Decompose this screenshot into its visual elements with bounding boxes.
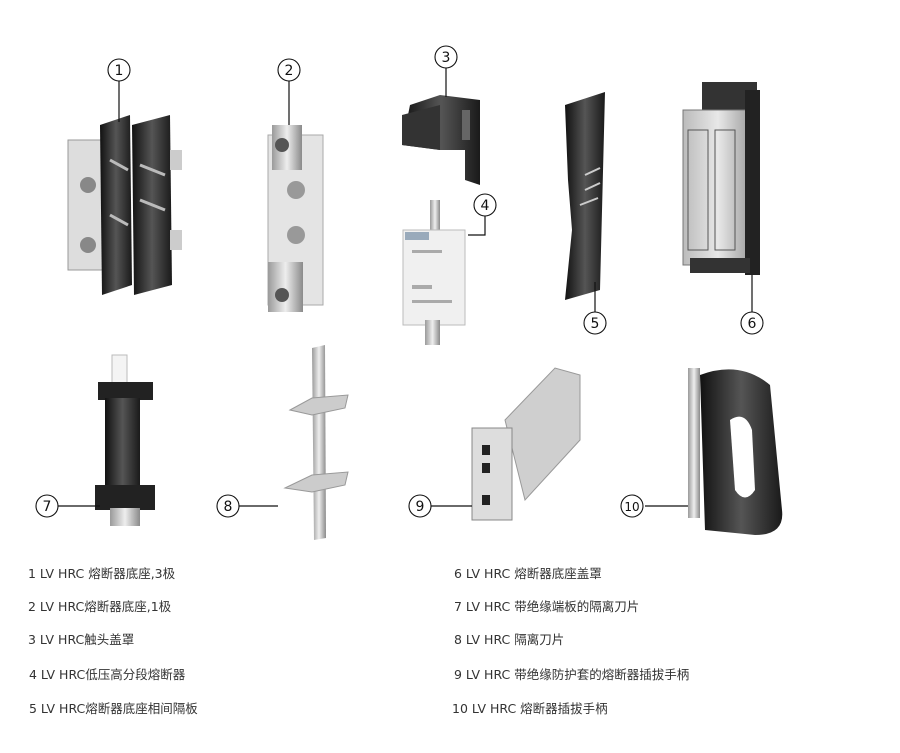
callout-1-circle <box>107 58 131 82</box>
caption-6: 6 LV HRC 熔断器底座盖罩 <box>454 566 602 581</box>
caption-8: 8 LV HRC 隔离刀片 <box>454 632 565 647</box>
callout-3: 3 <box>442 50 451 66</box>
caption-2: 2 LV HRC熔断器底座,1极 <box>28 599 172 614</box>
fuse-base-1-pole-image <box>267 125 324 312</box>
callout-6: 6 <box>748 316 757 332</box>
caption-3: 3 LV HRC触头盖罩 <box>28 632 135 647</box>
leader-lines <box>58 68 753 507</box>
callout-10: 10 <box>624 500 639 514</box>
handle-insulated-sleeve-image <box>471 367 581 521</box>
callout-7: 7 <box>43 499 52 515</box>
fuse-handle-image <box>688 368 783 535</box>
callout-5: 5 <box>591 316 600 332</box>
callout-4-circle <box>473 193 497 217</box>
callout-8: 8 <box>224 499 233 515</box>
callout-4: 4 <box>481 198 490 214</box>
fuse-base-3-pole-image <box>67 115 182 295</box>
callout-6-circle <box>740 311 764 335</box>
isolating-blade-insulated-image <box>95 354 155 526</box>
callout-8-circle <box>216 494 240 518</box>
callout-7-circle <box>35 494 59 518</box>
phase-barrier-image <box>565 92 605 300</box>
caption-10: 10 LV HRC 熔断器插拔手柄 <box>452 701 608 716</box>
caption-5: 5 LV HRC熔断器底座相间隔板 <box>29 701 198 716</box>
product-diagram: 1 2 3 4 5 6 7 8 9 10 <box>35 45 783 540</box>
callout-5-circle <box>583 311 607 335</box>
callout-9-circle <box>408 494 432 518</box>
callout-2: 2 <box>285 63 294 79</box>
hrc-fuse-link-image <box>402 200 466 345</box>
caption-4: 4 LV HRC低压高分段熔断器 <box>29 667 186 682</box>
callout-10-circle <box>620 494 644 518</box>
fuse-base-cover-image <box>682 82 760 275</box>
callout-9: 9 <box>416 499 425 515</box>
callout-2-circle <box>277 58 301 82</box>
callout-3-circle <box>434 45 458 69</box>
isolating-blade-image <box>283 345 349 540</box>
caption-7: 7 LV HRC 带绝缘端板的隔离刀片 <box>454 599 640 614</box>
contact-cover-image <box>402 95 480 185</box>
caption-1: 1 LV HRC 熔断器底座,3极 <box>28 566 176 581</box>
caption-9: 9 LV HRC 带绝缘防护套的熔断器插拔手柄 <box>454 667 690 682</box>
callout-1: 1 <box>115 63 124 79</box>
